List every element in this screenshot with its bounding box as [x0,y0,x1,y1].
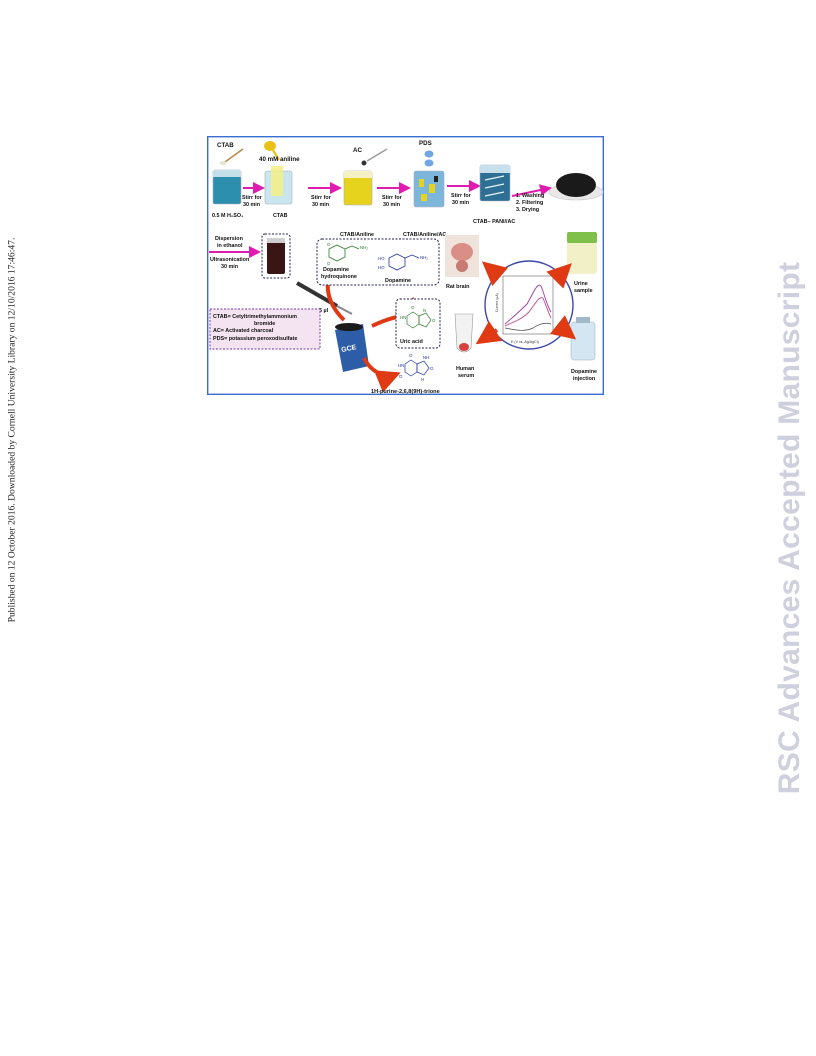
beaker-ctab-aniline-ac [413,170,445,208]
step-drying: 3. Drying [516,207,539,213]
chem-hn-1: HN [400,315,406,320]
ac-top-label: AC [353,147,362,154]
human-a: Human [456,366,474,372]
chem-ho-2: HO [378,265,385,270]
urine-sample-image [567,232,597,274]
stir-4b: 30 min [452,200,469,206]
chem-o-4: O [432,318,436,323]
beaker-ctab-aniline [343,170,373,206]
uric-acid-box: O HN O N Uric acid [395,298,441,349]
ctab-aniline-label: CTAB/Aniline [340,232,374,238]
chem-hn-2: HN [398,363,404,368]
pds-drops-icon [424,150,434,167]
chem-o-2: O [327,261,331,266]
ac-spatula-icon [361,148,388,166]
ctab-top-label: CTAB [217,142,234,149]
graphical-abstract-figure: CTAB 0.5 M H₂SO₄ 40 mM aniline CTAB Stir… [206,135,605,396]
arrow-to-serum [475,320,503,345]
dopamine-hq-b: hydroquinone [321,274,357,280]
spatula-icon [219,148,244,165]
step-filtering: 2. Filtering [516,200,543,206]
chem-ho-1: HO [378,256,385,261]
stir-3a: Stirr for [382,195,403,201]
chem-nh2-1: NH₂ [360,245,368,250]
dopamine-box: O O NH₂ Dopamine hydroquinone HO HO NH₂ … [316,238,440,286]
gce-electrode-icon: GCE [335,323,369,372]
stir-1a: Stirr for [242,195,263,201]
stir-4a: Stirr for [451,193,472,199]
rat-brain-image [445,235,479,277]
legend-box: CTAB= Cetyltrimethylammonium bromide AC=… [209,308,321,350]
ultra-b: 30 min [221,264,238,270]
h2so4-label: 0.5 M H₂SO₄ [212,213,244,219]
legend-line-2: bromide [254,321,275,327]
aniline-bottle-icon [264,141,280,161]
chem-n-1: N [423,308,426,313]
beaker-ctab [264,166,293,205]
rat-brain-label: Rat brain [446,284,469,290]
legend-line-4: PDS= potassium peroxodisulfate [213,336,297,342]
chem-nh2-2: NH₂ [420,255,428,260]
powder-dish-icon [548,173,604,201]
legend-line-3: AC= Activated charcoal [213,328,274,334]
dopamine-label: Dopamine [385,278,411,284]
arrow-to-rat-brain [481,261,508,287]
dispersion-a: Dispersion [215,236,243,242]
cv-xlabel: E (V vs. Ag/AgCl) [511,340,539,344]
arrow-to-injection [549,315,577,340]
step-washing: 1. Washing [516,193,544,199]
chem-h-1: H [421,377,424,382]
chem-nh-1: NH [423,355,429,360]
beaker-h2so4 [212,169,242,205]
aniline-label: 40 mM aniline [259,156,300,163]
stir-2b: 30 min [312,202,329,208]
gce-label: GCE [341,344,358,354]
dopamine-injection-image [570,317,596,361]
urine-b: sample [574,288,593,294]
stir-2a: Stirr for [311,195,332,201]
human-b: serum [458,373,474,379]
ctab-aniline-ac-label: CTAB/Aniline/AC [403,232,446,238]
human-serum-tube-image [454,313,474,353]
ultra-a: Ultrasonication [210,257,249,263]
pds-top-label: PDS [419,140,432,147]
injection-b: injection [573,376,595,382]
chem-o-7: O [430,366,434,371]
dispersion-b: in ethanol [217,243,243,249]
stir-1b: 30 min [243,202,260,208]
beaker-ctab-pani-ac [479,164,511,202]
urine-a: Urine [574,281,588,287]
cv-ylabel: Current (µA) [495,293,499,312]
injection-a: Dopamine [571,369,597,375]
publication-side-note: Published on 12 October 2016. Downloaded… [6,237,18,623]
uric-acid-label: Uric acid [400,339,423,345]
arrow-to-urine [546,263,572,289]
legend-line-1: CTAB= Cetyltrimethylammonium [213,314,297,320]
ctab-beaker-label: CTAB [273,213,288,219]
arrow-purine [362,357,401,393]
arrow-step-5 [511,184,552,197]
chem-o-5: O [409,353,413,358]
purine-label: 1H-purine-2,6,8(9H)-trione [371,389,440,395]
accepted-manuscript-watermark: RSC Advances Accepted Manuscript [773,261,806,794]
purine-structure: O HN O O NH H [398,353,434,382]
stir-3b: 30 min [383,202,400,208]
chem-o-1: O [327,242,331,247]
vial-dispersion [261,233,291,279]
ctab-pani-ac-label: CTAB– PANI//AC [473,219,515,225]
chem-o-3: O [411,305,415,310]
dopamine-hq-a: Dopamine [323,267,349,273]
volume-label: 5 µl [319,308,329,314]
chem-o-6: O [399,374,403,379]
